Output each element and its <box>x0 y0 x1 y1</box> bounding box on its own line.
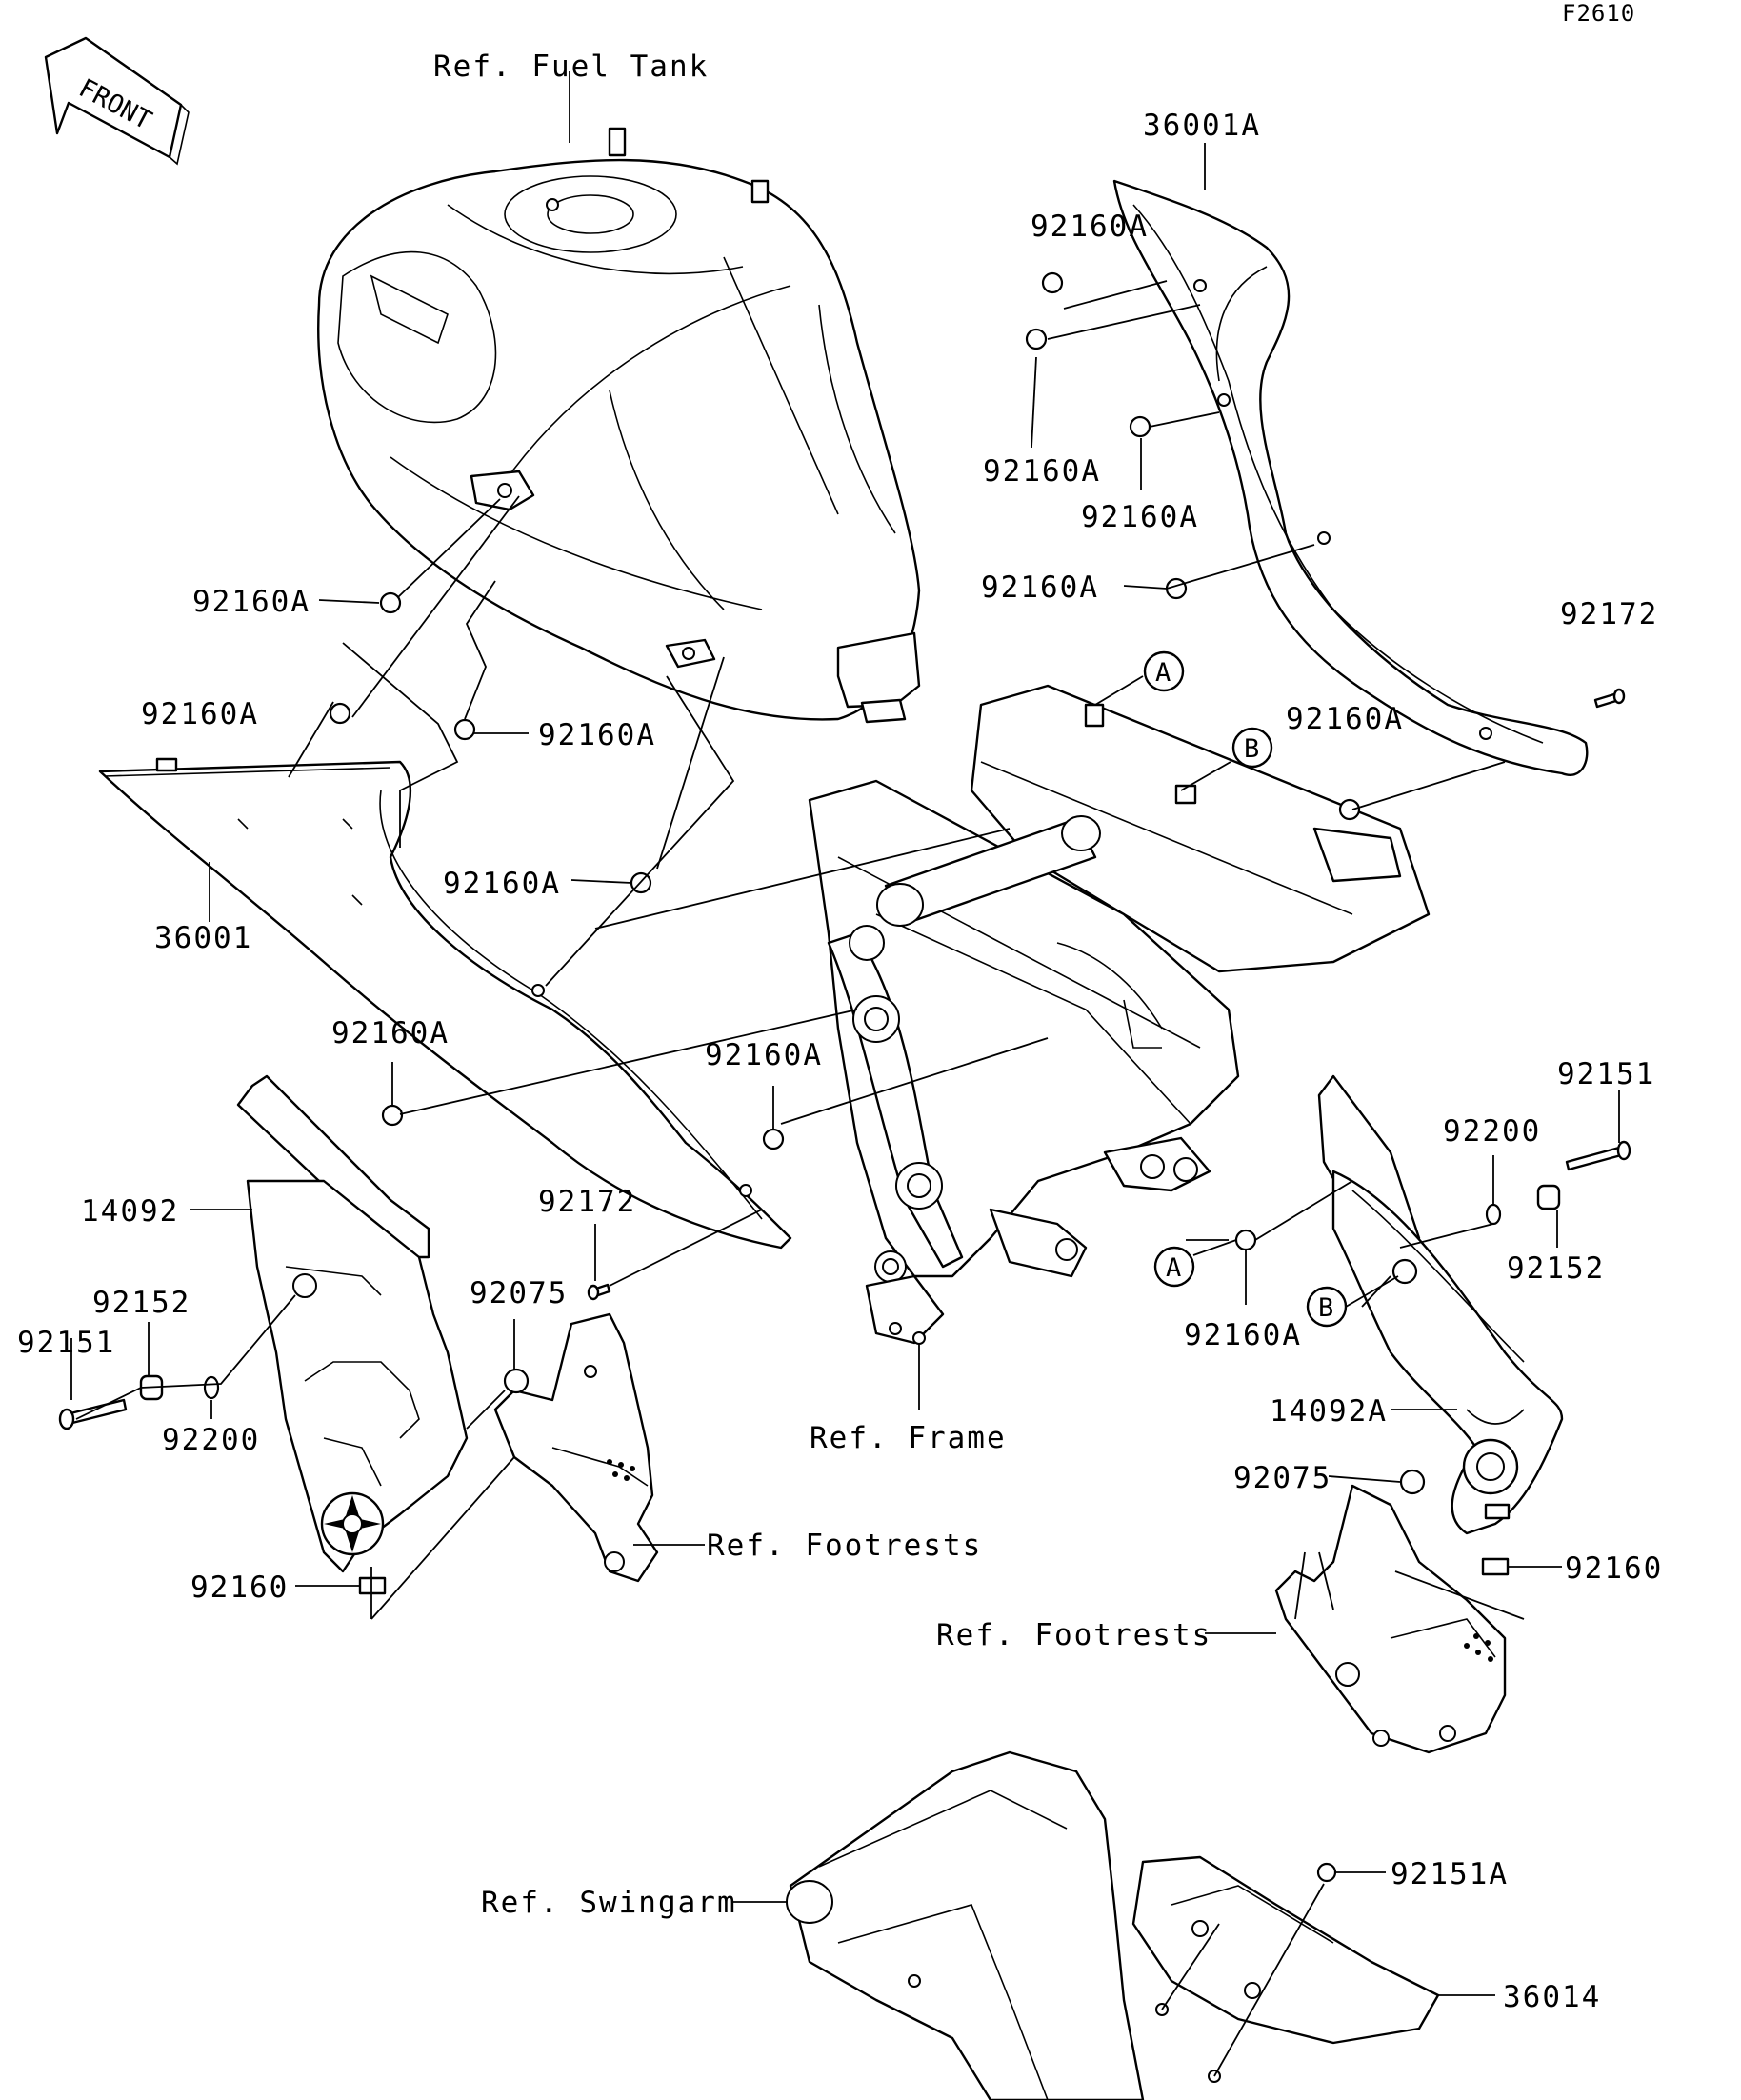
ref-swingarm-label: Ref. Swingarm <box>481 1886 737 1920</box>
part-92160-right-label: 92160 <box>1565 1551 1663 1586</box>
footrest-left <box>493 1312 659 1583</box>
callouts: A B A B <box>1143 650 1348 1328</box>
part-14092A-label: 14092A <box>1270 1394 1388 1429</box>
part-92160A-label: 92160A <box>1184 1318 1302 1352</box>
part-92200-right-label: 92200 <box>1443 1114 1541 1149</box>
part-36001-label: 36001 <box>154 921 252 955</box>
part-92160A-label: 92160A <box>538 718 656 752</box>
part-92200-left-label: 92200 <box>162 1423 260 1457</box>
nut-92151A <box>1316 1862 1337 1883</box>
part-92152-right-label: 92152 <box>1507 1251 1605 1286</box>
bolt-92151 <box>1565 1146 1623 1171</box>
grommet-92075 <box>1399 1469 1426 1495</box>
pad-92160 <box>358 1576 387 1595</box>
callout-b-right: B <box>1318 1293 1333 1323</box>
part-36001A-label: 36001A <box>1143 109 1261 143</box>
part-92151A-label: 92151A <box>1391 1857 1509 1891</box>
part-92160A-label: 92160A <box>1031 210 1149 244</box>
part-92160-left-label: 92160 <box>190 1570 289 1605</box>
part-92160A-label: 92160A <box>705 1038 823 1072</box>
part-92160A-label: 92160A <box>1081 500 1199 534</box>
washer-92200 <box>203 1375 220 1400</box>
grommet-92075 <box>503 1368 530 1394</box>
grommet <box>1025 328 1048 350</box>
front-arrow-icon: FRONT <box>44 36 190 166</box>
part-92075-center-label: 92075 <box>470 1276 568 1310</box>
diagram-code: F2610 <box>1562 0 1635 27</box>
frame-cover-14092A <box>1317 1074 1564 1535</box>
grommet <box>381 1104 404 1127</box>
grommet <box>453 718 476 741</box>
part-14092-label: 14092 <box>81 1194 179 1229</box>
side-cover-36001A <box>1112 179 1589 776</box>
leader-lines <box>70 71 1620 2077</box>
part-92160A-label: 92160A <box>981 570 1099 605</box>
callout-a-right: A <box>1166 1253 1181 1283</box>
washer-92200 <box>1485 1203 1502 1226</box>
part-92172-right-label: 92172 <box>1560 597 1658 631</box>
part-92172-center-label: 92172 <box>538 1185 636 1219</box>
frame <box>808 684 1431 1345</box>
pad-92160 <box>1481 1557 1510 1576</box>
grommet <box>379 591 402 614</box>
part-92160A-label: 92160A <box>192 585 310 619</box>
grommets <box>58 271 1631 1883</box>
part-92075-right-label: 92075 <box>1233 1461 1331 1495</box>
part-92160A-label: 92160A <box>1286 702 1404 736</box>
frame-cover-14092 <box>236 1074 469 1573</box>
part-36014-label: 36014 <box>1503 1980 1601 2014</box>
side-cover-36001 <box>98 757 792 1250</box>
grommet <box>1041 271 1064 294</box>
grommet <box>1129 415 1151 438</box>
labels: F2610 Ref. Fuel Tank Ref. Frame Ref. Foo… <box>17 0 1663 2014</box>
grommet <box>329 702 351 725</box>
ref-fuel-tank-label: Ref. Fuel Tank <box>433 50 709 84</box>
ref-footrests-left-label: Ref. Footrests <box>707 1529 982 1563</box>
grommet <box>762 1128 785 1150</box>
part-92160A-label: 92160A <box>141 697 259 731</box>
part-92160A-label: 92160A <box>983 454 1101 489</box>
fuel-tank <box>317 127 921 724</box>
part-92160A-label: 92160A <box>443 867 561 901</box>
collar-92152 <box>1536 1184 1561 1210</box>
part-92151-left-label: 92151 <box>17 1326 115 1360</box>
part-92160A-label: 92160A <box>331 1016 450 1050</box>
grommet <box>1338 798 1361 821</box>
callout-a-top: A <box>1155 658 1171 688</box>
ref-footrests-right-label: Ref. Footrests <box>936 1618 1211 1652</box>
ref-frame-label: Ref. Frame <box>810 1421 1007 1455</box>
part-92152-left-label: 92152 <box>92 1286 190 1320</box>
callout-b-top: B <box>1244 734 1259 764</box>
bolt-92151 <box>65 1398 128 1426</box>
swingarm <box>786 1750 1145 2100</box>
part-92151-right-label: 92151 <box>1557 1057 1655 1091</box>
grommet <box>1234 1229 1257 1251</box>
